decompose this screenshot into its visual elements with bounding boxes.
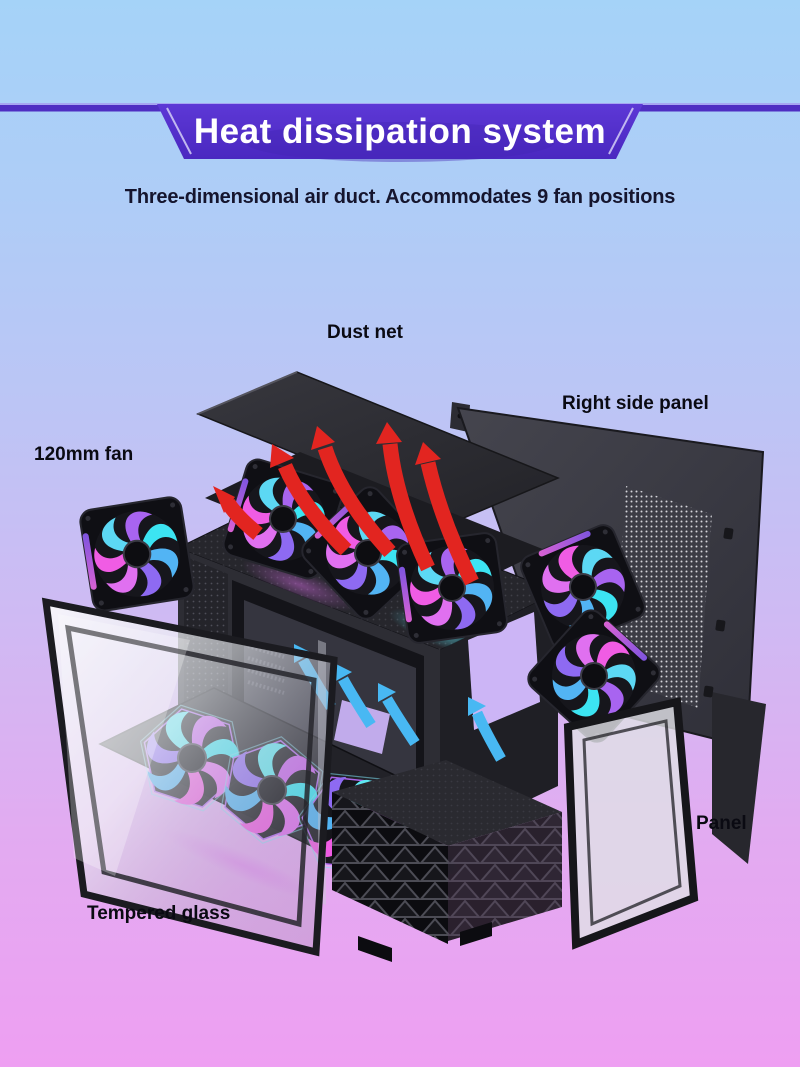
airflow-out-arrowhead-icon	[213, 486, 235, 513]
side-glass-panel-graphic	[563, 697, 699, 950]
airflow-in-arrowhead-icon	[378, 683, 396, 702]
airflow-out-arrowhead-icon	[376, 422, 402, 444]
tempered-glass-panel-graphic	[41, 597, 338, 957]
callout-panel: Panel	[696, 813, 747, 834]
callout-right-side-panel: Right side panel	[562, 393, 709, 414]
fan-120mm-graphic	[77, 494, 197, 614]
callout-120mm-fan: 120mm fan	[34, 444, 134, 465]
subtitle: Three-dimensional air duct. Accommodates…	[124, 186, 676, 208]
page-title: Heat dissipation system	[193, 112, 607, 151]
airflow-in-arrowhead-icon	[334, 663, 352, 682]
airflow-out-arrowhead-icon	[415, 442, 441, 465]
airflow-out-arrowhead-icon	[311, 426, 335, 450]
airflow-out-arrowhead-icon	[270, 444, 294, 468]
callout-dust-net: Dust net	[327, 322, 403, 343]
airflow-out-arrows	[213, 422, 479, 586]
psu-shroud	[332, 760, 562, 962]
callout-tempered-glass: Tempered glass	[87, 903, 231, 924]
airflow-in-arrowhead-icon	[468, 697, 486, 716]
banner-ribbon	[0, 103, 800, 162]
